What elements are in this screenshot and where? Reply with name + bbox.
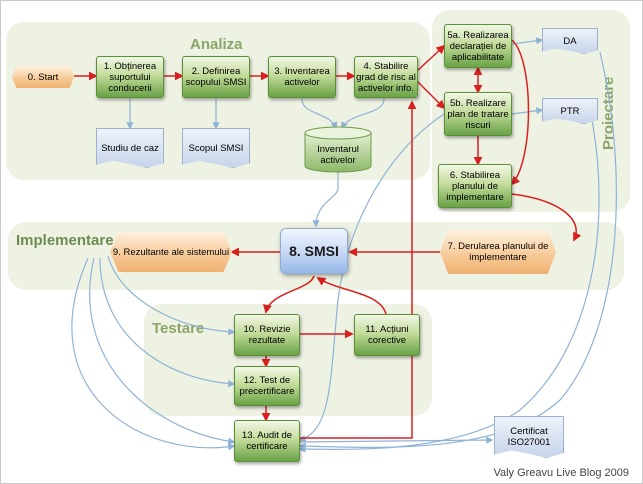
link-n9-n13 — [89, 257, 236, 445]
database-label: Inventarul activelor — [317, 144, 359, 166]
blog-credit: Valy Greavu Live Blog 2009 — [493, 467, 629, 479]
link-n5a-n6 — [510, 39, 530, 186]
link-n9-n10 — [107, 255, 236, 336]
node-stabilire-grad-risc[interactable]: 4. Stabilire grad de risc al activelor i… — [354, 56, 418, 98]
zone-label-analiza: Analiza — [190, 36, 243, 53]
link-n11-smsi — [316, 277, 387, 315]
link-smsi-n10 — [263, 275, 315, 314]
node-start[interactable]: 0. Start — [12, 66, 74, 88]
zone-label-implementare: Implementare — [16, 232, 114, 249]
document-studiu-de-caz[interactable]: Studiu de caz — [96, 128, 164, 168]
node-revizie-rezultate[interactable]: 10. Revizie rezultate — [234, 314, 300, 356]
database-inventarul-activelor[interactable]: Inventarul activelor — [304, 126, 372, 174]
link-n5b-ptr — [511, 107, 544, 115]
link-n9-n13b — [71, 257, 236, 451]
node-obtinerea-suportului[interactable]: 1. Obținerea suportului conducerii — [96, 56, 164, 98]
node-plan-implementare[interactable]: 6. Stabilirea planului de implementare — [438, 164, 512, 208]
link-n9-n12 — [99, 257, 236, 388]
document-scopul-smsi[interactable]: Scopul SMSI — [182, 128, 250, 168]
link-n4-n5b — [415, 79, 446, 110]
link-n3-inventar — [301, 98, 338, 130]
link-n5a-da — [511, 37, 544, 45]
node-declaratie-aplicabilitate[interactable]: 5a. Realizarea declarației de aplicabili… — [444, 24, 512, 68]
node-test-precertificare[interactable]: 12. Test de precertificare — [234, 366, 300, 406]
document-ptr[interactable]: PTR — [542, 98, 598, 124]
database-icon — [304, 126, 372, 173]
node-definirea-scopului[interactable]: 2. Definirea scopului SMSI — [182, 56, 250, 98]
node-derularea-planului[interactable]: 7. Derularea planului de implementare — [440, 230, 556, 274]
link-n4-n5a — [415, 44, 446, 73]
node-plan-tratare-riscuri[interactable]: 5b. Realizare plan de tratare riscuri — [444, 92, 512, 136]
link-n6-n7 — [511, 193, 582, 242]
zone-label-testare: Testare — [152, 320, 205, 337]
link-n13-certificat — [299, 436, 494, 444]
node-audit-certificare[interactable]: 13. Audit de certificare — [234, 420, 300, 462]
link-n5b-n13 — [298, 113, 445, 442]
node-actiuni-corective[interactable]: 11. Acțiuni corective — [354, 314, 420, 356]
node-inventarea-activelor[interactable]: 3. Inventarea activelor — [268, 56, 336, 98]
link-inventar-smsi — [312, 172, 339, 228]
node-smsi[interactable]: 8. SMSI — [280, 228, 348, 274]
link-ptr-n13 — [298, 119, 600, 453]
link-n13-n4 — [300, 100, 417, 439]
node-rezultante-sistem[interactable]: 9. Rezultante ale sistemului — [110, 232, 232, 272]
document-certificat-iso27001[interactable]: Certificat ISO27001 — [494, 416, 564, 458]
link-n4-inventar — [341, 98, 385, 130]
